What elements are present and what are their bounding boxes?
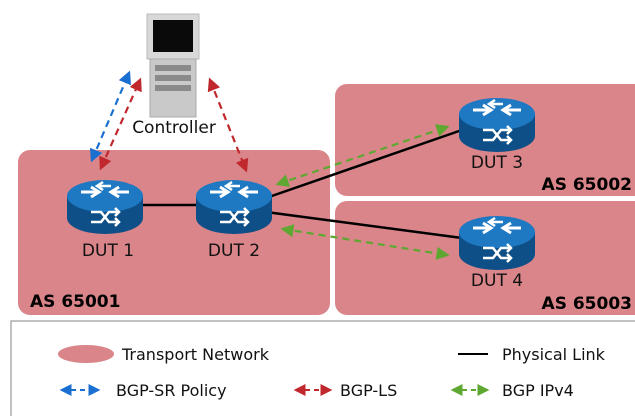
dut4-router-icon [457, 214, 537, 272]
dut1-label: DUT 1 [82, 241, 134, 261]
dut1-router-icon [65, 178, 145, 236]
legend-bgp-ls-label: BGP-LS [340, 381, 397, 400]
bgp-ipv4-link-dut4 [280, 224, 450, 260]
as-65002-label: AS 65002 [542, 175, 632, 195]
dut2-label: DUT 2 [208, 241, 260, 261]
as-65001-region [18, 150, 330, 315]
bgp-ipv4-link-dut3 [275, 124, 450, 187]
legend-bgp-sr-label: BGP-SR Policy [116, 381, 227, 400]
dut2-router-icon [194, 178, 274, 236]
as-65003-label: AS 65003 [542, 294, 632, 314]
dut3-label: DUT 3 [471, 153, 523, 173]
controller-label: Controller [132, 118, 216, 138]
bgp-ls-link-dut1 [99, 77, 142, 171]
legend-transport-label: Transport Network [121, 345, 270, 364]
legend-physical-link-label: Physical Link [502, 345, 606, 364]
dut4-label: DUT 4 [471, 271, 523, 291]
bgp-sr-policy-link [90, 70, 131, 163]
bgp-ls-link-dut2 [207, 77, 249, 173]
as-65001-label: AS 65001 [30, 292, 120, 312]
legend-bgp-ipv4-label: BGP IPv4 [502, 381, 574, 400]
legend: Transport Network Physical Link BGP-SR P… [10, 320, 635, 416]
legend-transport-swatch [58, 345, 114, 363]
controller-icon [146, 13, 200, 118]
dut3-router-icon [457, 96, 537, 154]
